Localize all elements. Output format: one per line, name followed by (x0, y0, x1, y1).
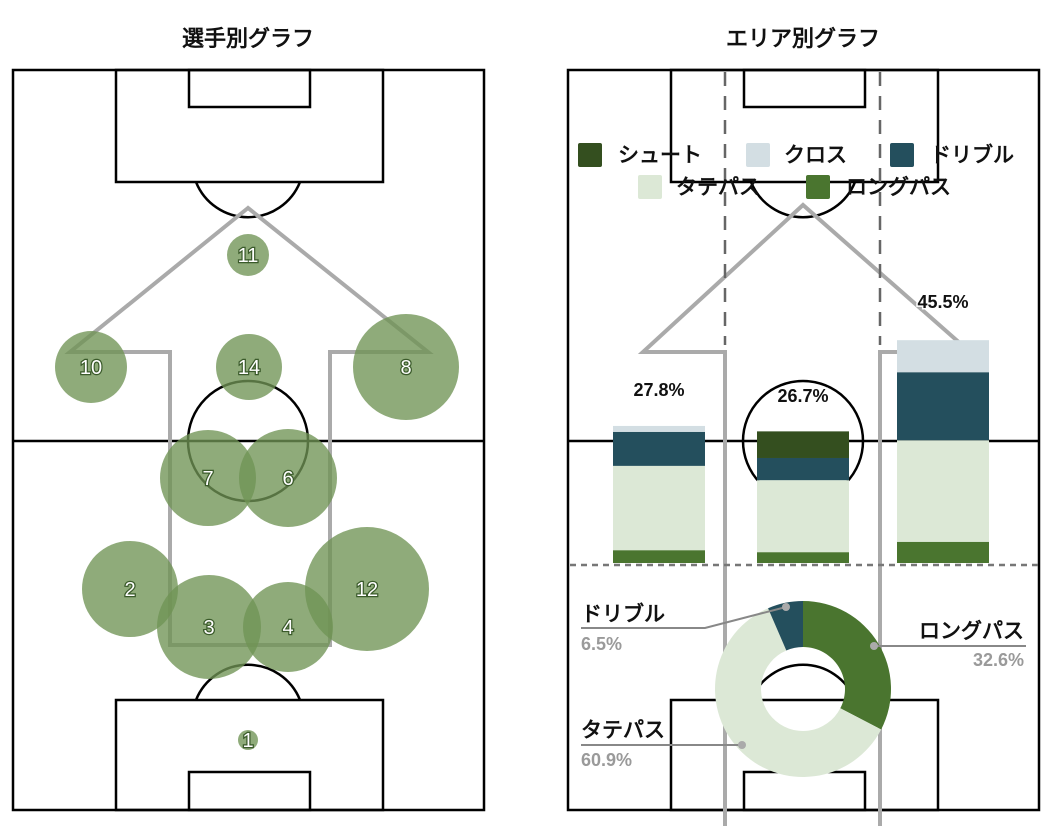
bar-total-label: 26.7% (777, 386, 828, 406)
player-number-label: 3 (203, 617, 214, 639)
donut-slice-dribble (768, 601, 803, 651)
player-bubble (353, 314, 459, 420)
bar-segment-longpass (613, 550, 705, 563)
player-number-label: 11 (238, 245, 259, 267)
area-chart-title: エリア別グラフ (726, 26, 880, 52)
player-number-label: 6 (282, 468, 293, 490)
bottom-penalty-area (114, 698, 385, 812)
player-bubble (216, 334, 282, 400)
leader-dot (870, 642, 878, 650)
player-bubbles: 11 10 14 8 7 6 2 3 4 12 1 (55, 234, 459, 753)
top-penalty-area (114, 68, 385, 184)
donut-value-tatepass: 60.9% (581, 750, 632, 770)
leader-line-dribble (581, 606, 787, 629)
player-bubble (157, 575, 261, 679)
leader-dot (782, 603, 790, 611)
player-number-label: 7 (202, 468, 213, 490)
leader-dot (738, 741, 746, 749)
pitch-left (11, 68, 486, 812)
player-bubble (160, 430, 256, 526)
top-goal-area (187, 68, 312, 109)
bar-segment-shoot (757, 431, 849, 458)
top-penalty-arc (194, 181, 302, 219)
donut-label-dribble: ドリブル (581, 602, 665, 626)
bar-total-label: 45.5% (917, 292, 968, 312)
legend-swatch-longpass (806, 175, 830, 199)
player-bubble (55, 331, 127, 403)
legend-label: ロングパス (846, 175, 951, 199)
donut-chart: ロングパス 32.6% タテパス 60.9% ドリブル 6.5% (581, 601, 1026, 777)
player-number-label: 4 (282, 617, 293, 639)
top-goal-area (742, 68, 867, 109)
player-number-label: 1 (242, 730, 253, 752)
player-number-label: 10 (80, 357, 102, 379)
player-number-label: 2 (124, 579, 135, 601)
player-bubble (82, 541, 178, 637)
player-chart-title: 選手別グラフ (182, 26, 314, 52)
bar-segment-tatepass (613, 465, 705, 551)
player-bubble (239, 429, 337, 527)
player-bubble (305, 527, 429, 651)
player-bubble (227, 234, 269, 276)
legend-swatch-tatepass (638, 175, 662, 199)
formation-arrow (637, 202, 964, 826)
donut-label-longpass: ロングパス (919, 619, 1024, 643)
bar-segment-tatepass (757, 480, 849, 553)
donut-slice-tatepass (715, 608, 882, 777)
legend-swatch-dribble (890, 143, 914, 167)
donut-value-longpass: 32.6% (973, 650, 1024, 670)
player-number-label: 14 (238, 357, 260, 379)
bar-segment-longpass (757, 552, 849, 563)
formation-arrow-right (570, 72, 1038, 826)
legend-label: ドリブル (930, 143, 1014, 167)
legend-swatch-cross (746, 143, 770, 167)
player-number-label: 8 (400, 357, 411, 379)
top-penalty-arc (749, 181, 857, 219)
bar-segment-longpass (897, 541, 989, 563)
legend-label: クロス (784, 143, 847, 167)
bar-segment-cross (897, 340, 989, 373)
player-bubble (238, 730, 258, 750)
bottom-goal-area (742, 770, 867, 812)
bottom-goal-area (187, 770, 312, 812)
bar-segment-dribble (757, 457, 849, 481)
legend-swatch-shoot (578, 143, 602, 167)
donut-label-tatepass: タテパス (581, 718, 665, 742)
bottom-penalty-arc (749, 663, 857, 701)
bar-segment-tatepass (897, 440, 989, 542)
legend-label: タテパス (676, 175, 760, 199)
bar-total-label: 27.8% (633, 380, 684, 400)
bar-segment-dribble (897, 372, 989, 441)
area-bars: 27.8% 26.7% 45.5% (613, 291, 989, 563)
player-number-label: 12 (356, 579, 378, 601)
legend-label: シュート (618, 143, 702, 167)
bar-segment-cross (613, 425, 705, 432)
donut-value-dribble: 6.5% (581, 634, 622, 654)
bottom-penalty-arc (194, 663, 302, 701)
donut-slice-longpass (803, 601, 891, 730)
bar-segment-dribble (613, 431, 705, 466)
